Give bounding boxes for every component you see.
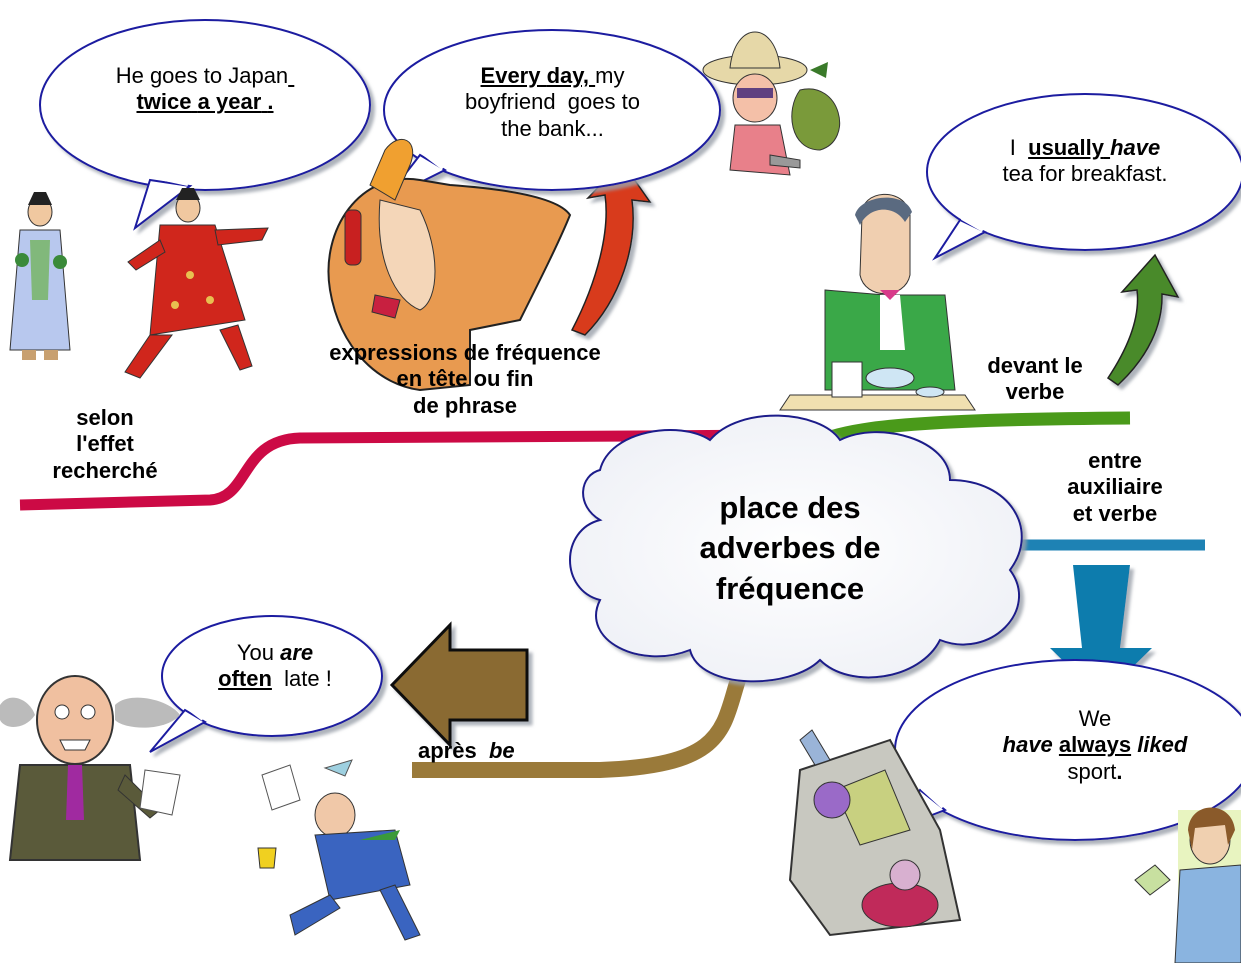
branch-red — [19, 429, 791, 511]
label-selon: selon l'effet recherché — [20, 405, 190, 484]
car-crash-clipart — [788, 729, 962, 937]
angry-boss-clipart — [0, 675, 181, 861]
branch-brown — [412, 656, 753, 778]
running-man-clipart — [257, 759, 421, 941]
red-arrow — [570, 160, 652, 336]
bubble-japan-a-year: a year — [197, 89, 262, 115]
bubble-late-often: often — [218, 666, 272, 692]
label-apres-word: après — [418, 738, 477, 763]
bubble-tea-usually: usually — [1028, 135, 1104, 160]
bubble-sport-text: We have always liked sport. — [960, 706, 1230, 785]
brown-arrow — [389, 621, 529, 749]
label-expressions: expressions de fréquence en tête ou fin … — [275, 340, 655, 419]
bubble-bank-day: day, — [546, 63, 589, 88]
label-devant: devant le verbe — [965, 353, 1105, 406]
central-cloud — [569, 414, 1023, 683]
bubble-bank-text: Every day, my boyfriend goes to the bank… — [440, 63, 665, 142]
green-arrow — [1106, 253, 1180, 386]
samurai-pair-clipart — [9, 188, 269, 379]
bubble-sport-always: always — [1058, 732, 1132, 758]
bubble-late-text: You are often late ! — [190, 640, 360, 693]
label-apres: après be — [418, 738, 578, 764]
bubble-japan — [39, 19, 371, 231]
bubble-sport-we: We — [1078, 706, 1112, 731]
bubble-japan-text: He goes to Japan twice a year . — [70, 63, 340, 116]
bubble-tea-text: I usually have tea for breakfast. — [960, 135, 1210, 188]
bubble-sport-have: have — [1002, 732, 1053, 758]
bubble-tea-line2: tea for breakfast. — [1002, 161, 1168, 187]
bubble-late-are: are — [280, 640, 314, 665]
bubble-sport-liked: liked — [1137, 732, 1188, 758]
label-selon-line1: selon — [76, 405, 134, 430]
bubble-bank-line3: the bank... — [501, 115, 604, 141]
label-expressions-line3: de phrase — [413, 392, 517, 418]
label-entre: entre auxiliaire et verbe — [1045, 448, 1185, 527]
bubble-late-you: You — [236, 640, 274, 665]
bubble-bank-line2: boyfriend goes to — [465, 89, 640, 115]
central-title-line2: adverbes de — [699, 530, 881, 566]
robber-clipart — [702, 31, 841, 176]
bubble-bank-every: Every — [480, 63, 541, 88]
bubble-late-late: late ! — [284, 666, 332, 692]
label-expressions-line1: expressions de fréquence — [329, 340, 601, 365]
bubble-tea — [926, 93, 1241, 261]
phone-girl-clipart — [327, 138, 572, 392]
bubble-tea-i: I — [1009, 135, 1016, 160]
label-entre-line2: auxiliaire — [1067, 474, 1163, 500]
label-selon-line2: l'effet — [76, 431, 134, 457]
central-title-line1: place des — [719, 490, 861, 525]
bubble-sport-period: . — [1116, 758, 1123, 784]
label-expressions-line2: en tête ou fin — [396, 366, 534, 392]
bubble-japan-period: . — [267, 89, 274, 115]
label-devant-line2: verbe — [1005, 379, 1065, 405]
bubble-tea-have: have — [1110, 135, 1161, 160]
bubble-japan-line1: He goes to Japan — [115, 63, 289, 88]
bubble-bank-my: my — [595, 63, 625, 88]
label-entre-line1: entre — [1088, 448, 1142, 473]
central-title-line3: fréquence — [715, 570, 865, 606]
bubble-late — [149, 615, 383, 753]
label-devant-line1: devant le — [987, 353, 1083, 378]
label-selon-line3: recherché — [52, 457, 158, 483]
bubble-sport-sport: sport — [1067, 758, 1117, 784]
breakfast-man-clipart — [779, 193, 976, 411]
central-title: place des adverbes de fréquence — [655, 488, 925, 609]
woman-clipart — [1134, 807, 1241, 963]
label-entre-line3: et verbe — [1072, 500, 1158, 526]
bubble-japan-twice: twice — [136, 89, 192, 115]
label-apres-be: be — [488, 738, 515, 763]
